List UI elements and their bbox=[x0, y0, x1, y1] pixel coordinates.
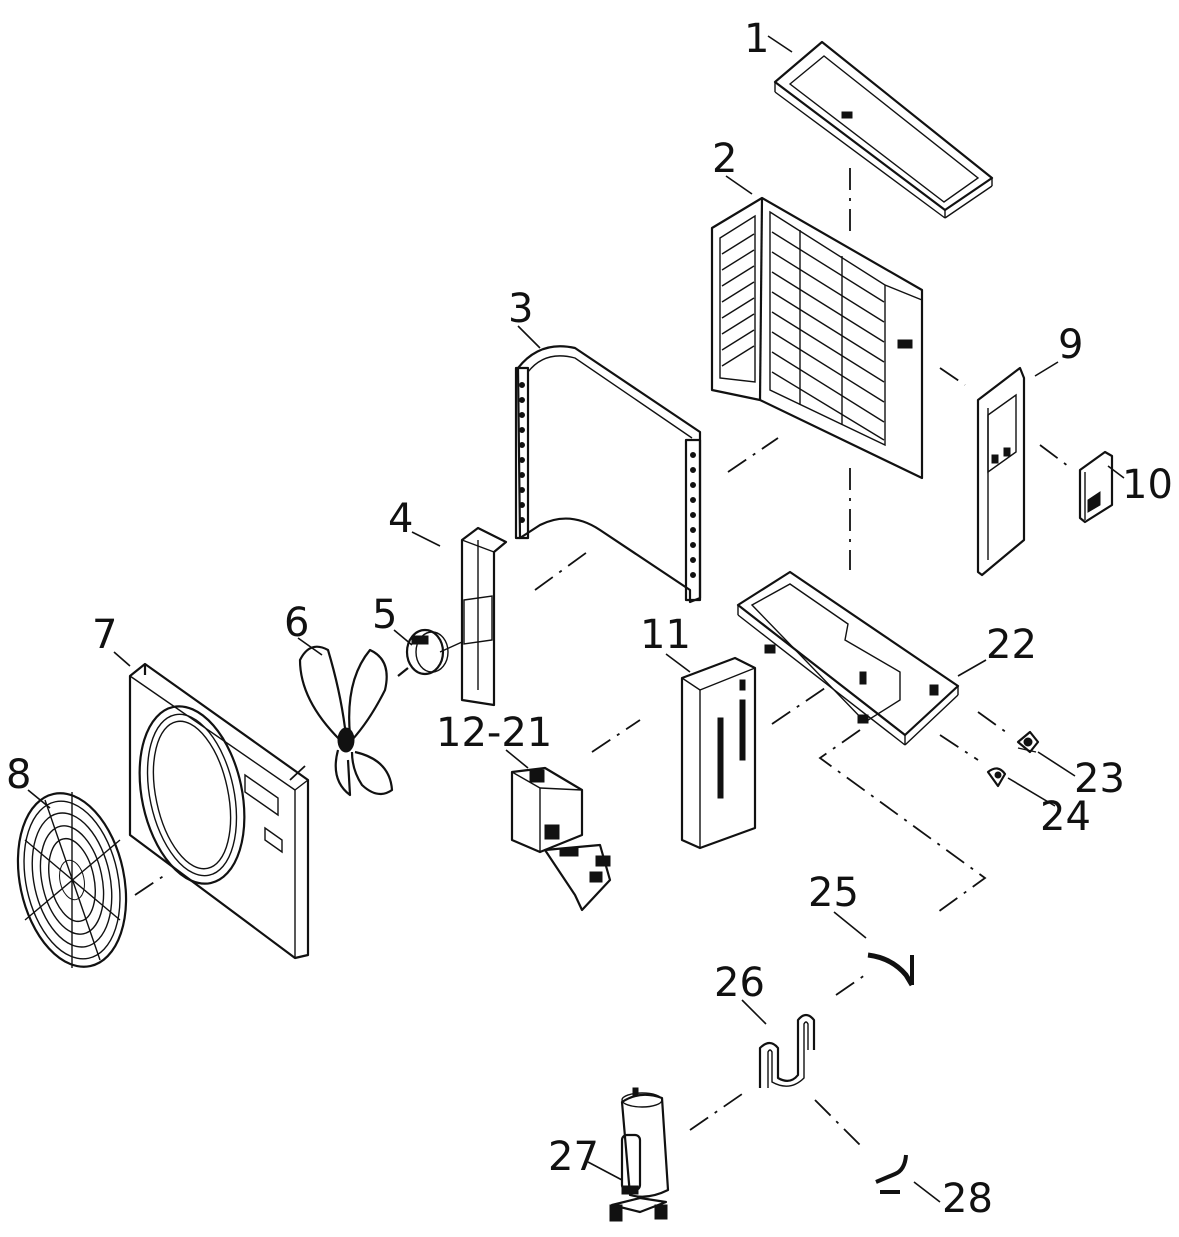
part-pipe-28 bbox=[875, 1154, 908, 1194]
part-fitting-24 bbox=[986, 767, 1007, 788]
callout-5: 5 bbox=[372, 592, 397, 638]
callout-3: 3 bbox=[508, 286, 533, 332]
callout-8: 8 bbox=[6, 752, 31, 798]
callout-6: 6 bbox=[284, 600, 309, 646]
callout-9: 9 bbox=[1058, 322, 1083, 368]
part-fan-motor bbox=[397, 628, 463, 677]
callout-2: 2 bbox=[712, 136, 737, 182]
callout-25: 25 bbox=[808, 870, 859, 916]
part-compressor bbox=[609, 1087, 670, 1222]
part-front-panel bbox=[128, 662, 310, 960]
part-rear-grille bbox=[710, 196, 924, 480]
callout-leaders bbox=[27, 35, 1125, 1203]
callout-22: 22 bbox=[986, 622, 1037, 668]
part-pipe-26 bbox=[758, 1013, 816, 1088]
callout-23: 23 bbox=[1074, 756, 1125, 802]
part-base-pan bbox=[736, 570, 960, 746]
part-fitting-23 bbox=[1016, 730, 1040, 754]
callout-11: 11 bbox=[640, 612, 691, 658]
callout-7: 7 bbox=[92, 612, 117, 658]
part-valve-cover bbox=[1078, 450, 1114, 524]
part-partition-plate bbox=[680, 656, 757, 850]
callout-12-21: 12-21 bbox=[436, 710, 552, 756]
callout-26: 26 bbox=[714, 960, 765, 1006]
part-fan-guard bbox=[16, 792, 128, 968]
callout-labels: 1 2 3 4 5 6 7 8 9 10 11 12-21 22 23 24 2… bbox=[6, 16, 1173, 1222]
callout-24: 24 bbox=[1040, 794, 1091, 840]
part-fan-blade bbox=[298, 645, 394, 797]
callout-4: 4 bbox=[388, 496, 413, 542]
coil-tube-ends bbox=[519, 382, 696, 578]
part-motor-bracket bbox=[460, 526, 508, 707]
callout-1: 1 bbox=[744, 16, 769, 62]
callout-28: 28 bbox=[942, 1176, 993, 1222]
callout-10: 10 bbox=[1122, 462, 1173, 508]
part-side-panel bbox=[976, 366, 1026, 577]
assembly-guide-lines bbox=[134, 168, 1069, 1146]
part-top-cover bbox=[773, 40, 994, 219]
grille-slats bbox=[721, 231, 885, 441]
part-pipe-25 bbox=[867, 952, 915, 987]
callout-27: 27 bbox=[548, 1134, 599, 1180]
part-electrical-box bbox=[510, 766, 612, 912]
part-condenser-coil bbox=[514, 345, 702, 604]
